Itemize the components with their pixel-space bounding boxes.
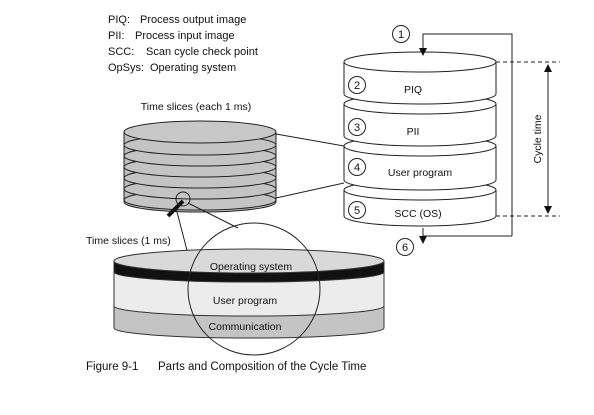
magnifier-icon	[166, 191, 191, 218]
connector-line	[275, 133, 345, 147]
time-slices-each-label: Time slices (each 1 ms)	[141, 101, 251, 113]
legend: PIQ: Process output image PII: Process inp…	[108, 12, 258, 76]
cycle-layer-user-program: 4 User program	[348, 158, 452, 179]
cycle-layer	[343, 104, 497, 147]
disc-layer-label: Communication	[209, 321, 282, 333]
figure-caption: Figure 9-1 Parts and Composition of the C…	[86, 361, 366, 373]
step-number: 1	[398, 29, 404, 41]
cycle-layer-piq: 2 PIQ	[348, 76, 422, 96]
legend-abbr: SCC:	[108, 46, 135, 58]
cycle-layer-label: PIQ	[404, 84, 422, 96]
connector-line	[275, 182, 345, 199]
disc-layer-label: User program	[213, 295, 277, 307]
legend-desc: Process output image	[140, 14, 247, 26]
cycle-layer-pii: 3 PII	[348, 118, 420, 138]
legend-desc: Process input image	[135, 30, 235, 42]
step-number: 4	[354, 162, 360, 174]
start-step-circle	[392, 25, 410, 43]
step-number: 5	[354, 205, 360, 217]
disc-layer-label: Operating system	[210, 261, 293, 273]
legend-row: PII: Process input image	[108, 28, 258, 44]
time-slice-stack	[123, 120, 277, 213]
cycle-loop-arrow	[419, 33, 513, 244]
cycle-stack	[343, 51, 497, 227]
legend-desc: Operating system	[150, 62, 237, 74]
cycle-time-label: Cycle time	[532, 114, 544, 163]
legend-row: OpSys: Operating system	[108, 60, 258, 76]
legend-row: SCC: Scan cycle check point	[108, 44, 258, 60]
magnifier-ray	[187, 202, 239, 229]
end-step-circle	[396, 238, 414, 256]
figure-number: Figure 9-1	[86, 361, 139, 373]
legend-desc: Scan cycle check point	[146, 46, 258, 58]
cycle-layer	[343, 146, 497, 191]
step-number: 2	[354, 80, 360, 92]
cycle-layer-label: SCC (OS)	[394, 208, 441, 220]
legend-row: PIQ: Process output image	[108, 12, 258, 28]
cycle-layer-label: PII	[407, 126, 420, 138]
step-number: 6	[402, 242, 408, 254]
time-slices-1ms-label: Time slices (1 ms)	[86, 235, 171, 247]
cycle-layer-scc: 5 SCC (OS)	[348, 201, 442, 220]
legend-abbr: OpSys:	[108, 62, 145, 74]
cycle-time-dimension	[496, 61, 560, 217]
cycle-layer	[343, 62, 497, 105]
legend-abbr: PII:	[108, 30, 125, 42]
step-number: 3	[354, 122, 360, 134]
figure-title: Parts and Composition of the Cycle Time	[158, 361, 367, 373]
cycle-layer-label: User program	[388, 167, 452, 179]
time-slice-top	[123, 120, 277, 144]
magnified-view-circle	[187, 222, 321, 356]
legend-abbr: PIQ:	[108, 14, 131, 26]
